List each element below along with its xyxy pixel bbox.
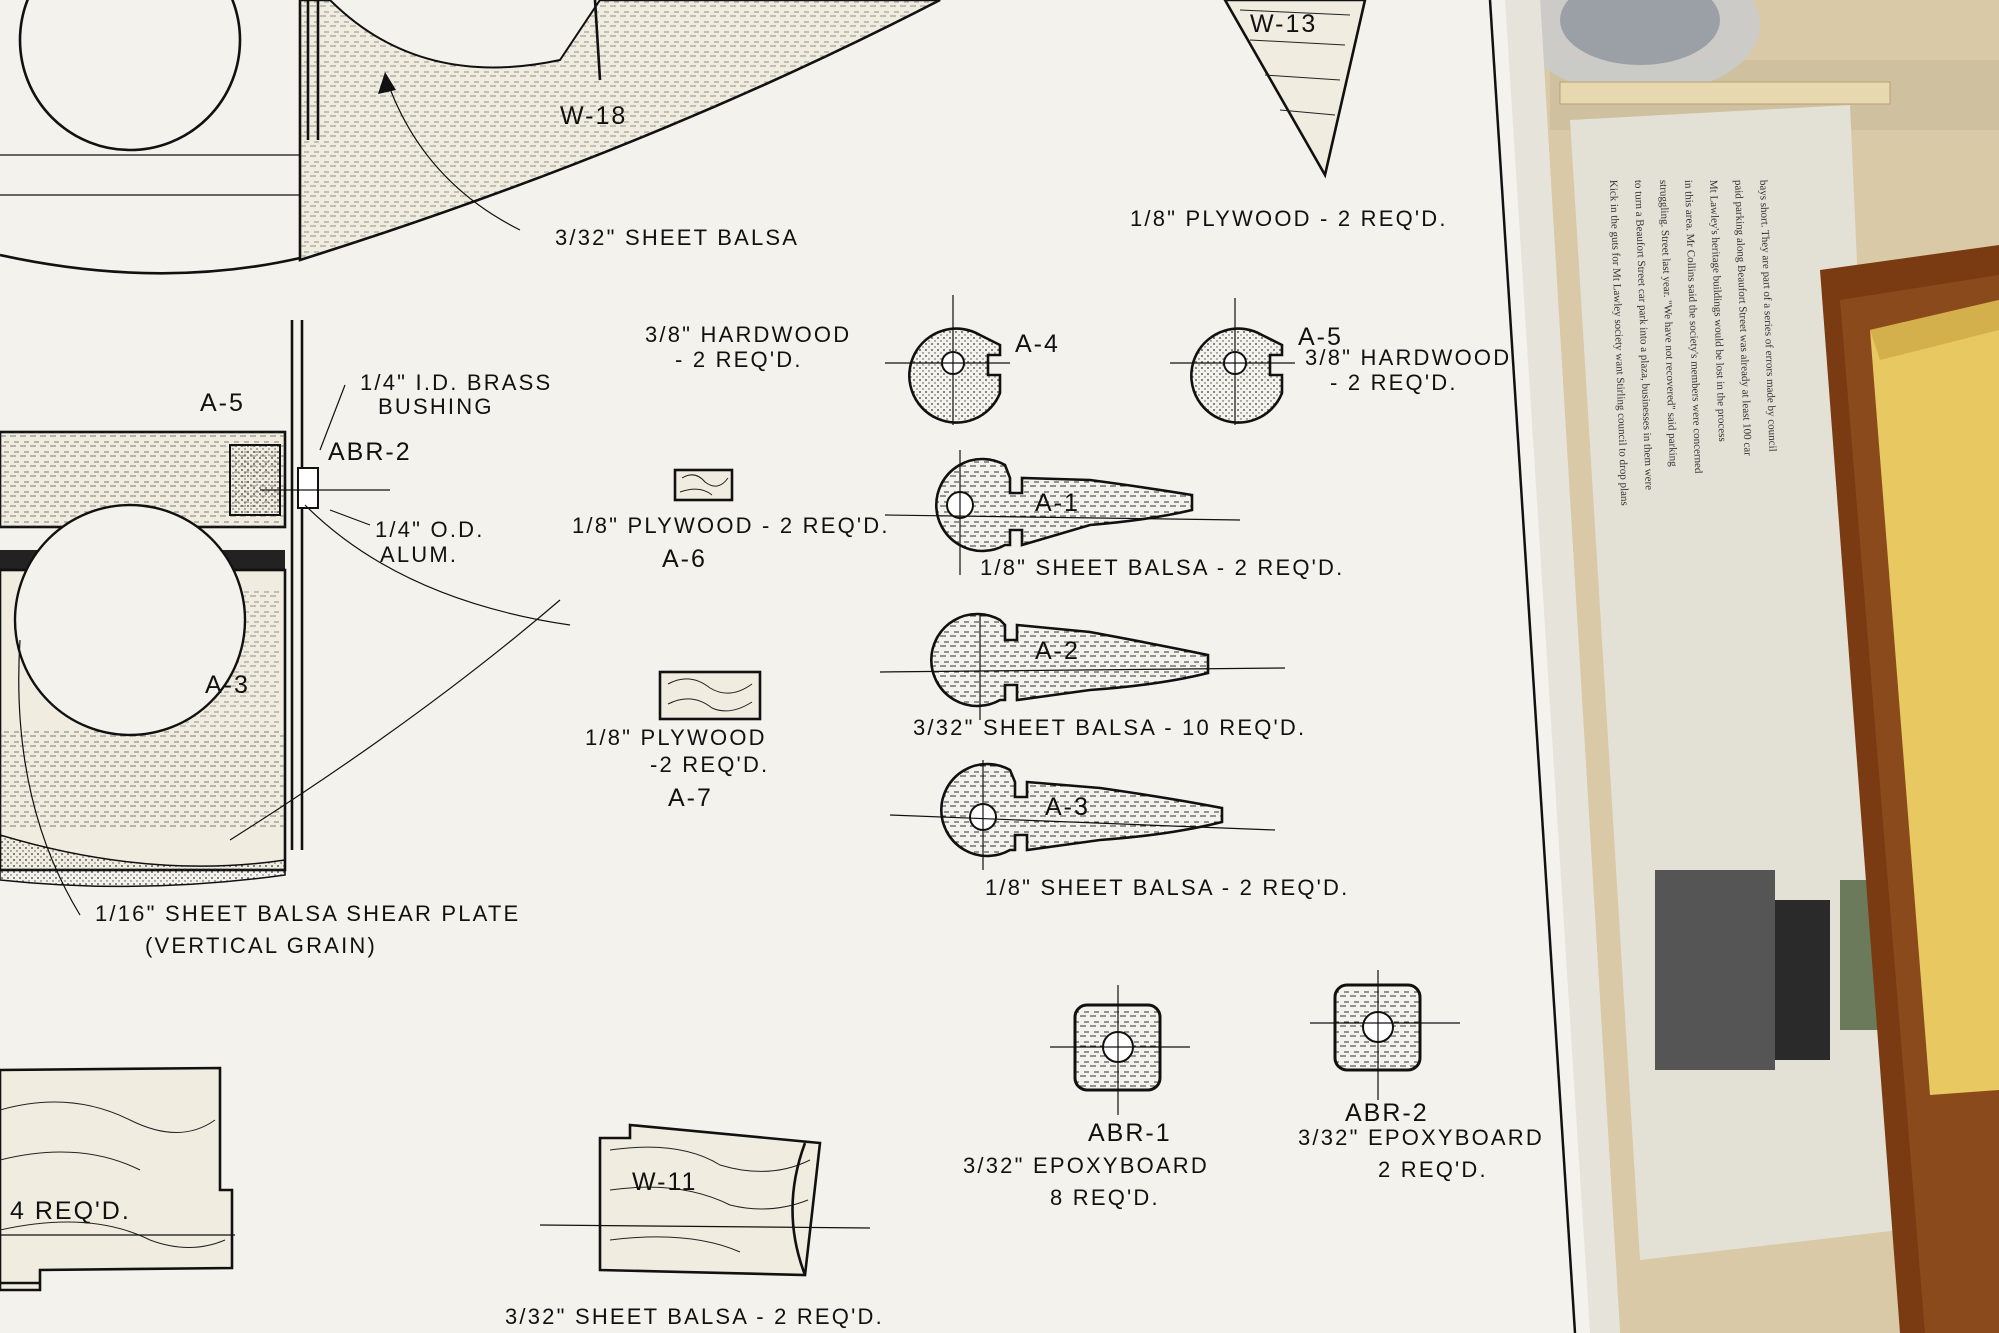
label-plywood-a7-2: -2 REQ'D. [650, 752, 769, 777]
label-a3-left: A-3 [205, 671, 250, 699]
part-w18 [0, 0, 941, 275]
label-a5-right: A-5 [1298, 323, 1343, 351]
label-brass-bushing-2: BUSHING [378, 394, 494, 419]
label-shear-plate-1: 1/16" SHEET BALSA SHEAR PLATE [95, 901, 520, 926]
part-a7 [658, 670, 762, 721]
label-a5-left: A-5 [200, 389, 245, 417]
label-abr2-side: ABR-2 [328, 438, 412, 466]
label-abr1: ABR-1 [1088, 1119, 1172, 1147]
label-w13: W-13 [1250, 10, 1317, 38]
label-plywood-a7-1: 1/8" PLYWOOD [585, 725, 767, 750]
label-abr2: ABR-2 [1345, 1099, 1429, 1127]
label-bottom-note: 3/32" SHEET BALSA - 2 REQ'D. [505, 1304, 884, 1329]
left-assembly [0, 320, 571, 916]
part-a4 [885, 295, 1010, 425]
part-bottom-left [0, 1066, 235, 1292]
label-sheet-balsa-top: 3/32" SHEET BALSA [555, 225, 799, 250]
label-a6: A-6 [662, 545, 707, 573]
label-plywood-a6: 1/8" PLYWOOD - 2 REQ'D. [572, 513, 890, 538]
part-abr2 [1310, 970, 1460, 1100]
part-a1 [884, 450, 1241, 575]
label-abr2-note-2: 2 REQ'D. [1378, 1157, 1488, 1182]
label-hardwood-left-1: 3/8" HARDWOOD [645, 322, 851, 347]
part-a2 [879, 612, 1286, 720]
label-hardwood-right-2: - 2 REQ'D. [1330, 370, 1458, 395]
label-a1-note: 1/8" SHEET BALSA - 2 REQ'D. [980, 555, 1344, 580]
label-shear-plate-2: (VERTICAL GRAIN) [145, 933, 377, 958]
label-a3-note: 1/8" SHEET BALSA - 2 REQ'D. [985, 875, 1349, 900]
label-od-alum-1: 1/4" O.D. [375, 517, 485, 542]
label-brass-bushing-1: 1/4" I.D. BRASS [360, 370, 552, 395]
part-a3 [889, 760, 1276, 870]
label-a2: A-2 [1035, 637, 1080, 665]
label-a7: A-7 [668, 784, 713, 812]
glass-dish [1520, 0, 1891, 105]
label-abr1-note-1: 3/32" EPOXYBOARD [963, 1153, 1209, 1178]
label-w18: W-18 [560, 102, 627, 130]
sponge [1870, 300, 1999, 1095]
label-a2-note: 3/32" SHEET BALSA - 10 REQ'D. [913, 715, 1306, 740]
label-four-req: 4 REQ'D. [10, 1197, 131, 1225]
label-hardwood-right-1: 3/8" HARDWOOD [1305, 345, 1511, 370]
label-a4: A-4 [1015, 330, 1060, 358]
label-abr2-note-1: 3/32" EPOXYBOARD [1298, 1125, 1544, 1150]
label-abr1-note-2: 8 REQ'D. [1050, 1185, 1160, 1210]
part-abr1 [1050, 985, 1190, 1115]
label-w11: W-11 [632, 1168, 697, 1196]
label-a1: A-1 [1035, 489, 1080, 517]
part-w11 [539, 1123, 871, 1277]
label-plywood-top: 1/8" PLYWOOD - 2 REQ'D. [1130, 206, 1448, 231]
newspaper: Kick in the guts for Mt Lawley society w… [1570, 105, 1900, 1260]
part-a6 [673, 468, 734, 502]
label-od-alum-2: ALUM. [380, 542, 458, 567]
part-w13 [1223, 0, 1367, 179]
label-a3: A-3 [1045, 793, 1090, 821]
part-a5 [1170, 298, 1295, 425]
label-hardwood-left-2: - 2 REQ'D. [675, 347, 803, 372]
